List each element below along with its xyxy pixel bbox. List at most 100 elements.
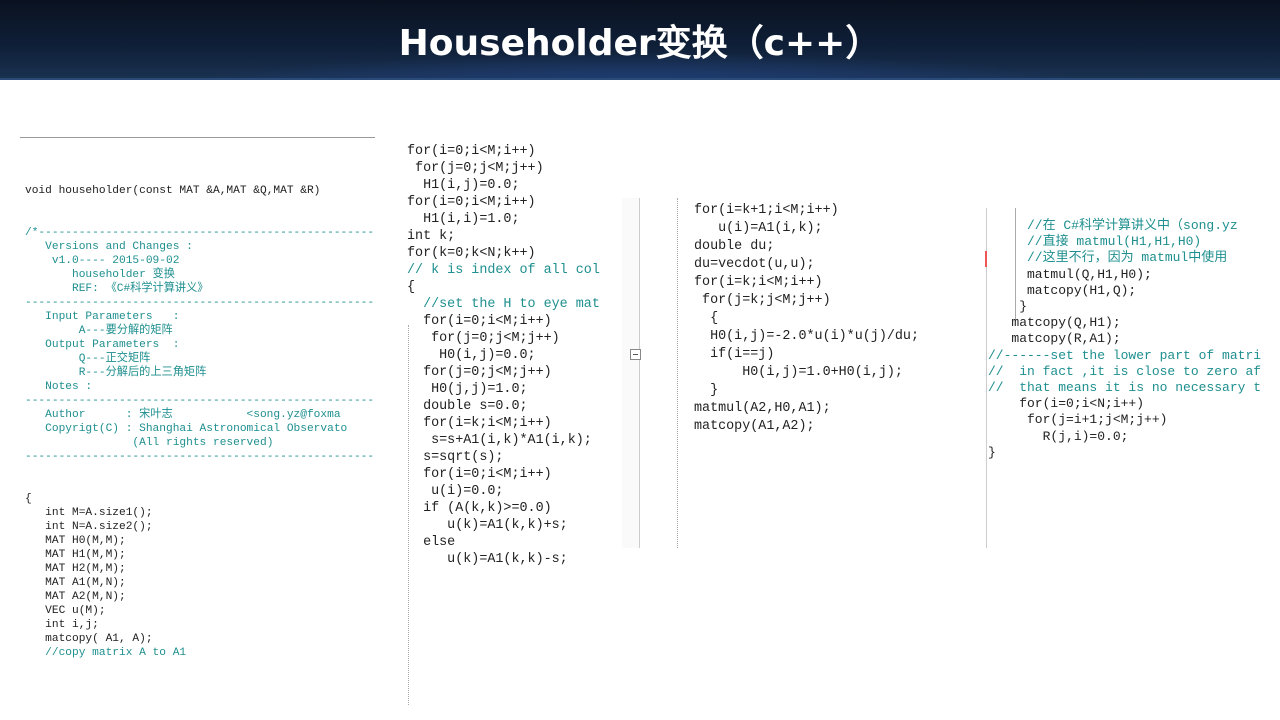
code-line: matcopy(A1,A2); xyxy=(694,419,815,434)
code-line: matcopy(R,A1); xyxy=(988,331,1121,347)
code-line: u(i)=A1(i,k); xyxy=(694,221,823,236)
code-line: //copy matrix A to A1 xyxy=(25,647,187,659)
code-line: for(i=0;i<N;i++) xyxy=(988,396,1145,412)
code-line: s=s+A1(i,k)*A1(i,k); xyxy=(407,433,592,448)
code-line: matcopy( A1, A); xyxy=(25,633,153,645)
code-line: matcopy(Q,H1); xyxy=(988,315,1121,331)
code-line: s=sqrt(s); xyxy=(407,450,504,465)
code-line: { xyxy=(694,311,719,326)
change-marker xyxy=(985,251,987,267)
code-line: for(j=i+1;j<M;j++) xyxy=(988,412,1168,428)
code-line: for(i=0;i<M;i++) xyxy=(407,467,552,482)
code-block: for(i=k+1;i<M;i++) u(i)=A1(i,k); double d… xyxy=(694,202,919,436)
code-line: /*--------------------------------------… xyxy=(25,227,375,239)
code-line: matmul(Q,H1,H0); xyxy=(988,266,1152,282)
fold-collapse-icon[interactable] xyxy=(630,349,641,360)
slide-title: Householder变换（c++） xyxy=(398,23,882,64)
code-line: for(j=0;j<M;j++) xyxy=(407,365,552,380)
code-line: H0(i,j)=0.0; xyxy=(407,348,536,363)
code-line: //直接 matmul(H1,H1,H0) xyxy=(988,234,1202,250)
code-line: MAT H0(M,M); xyxy=(25,535,126,547)
code-line: VEC u(M); xyxy=(25,605,106,617)
code-line: ----------------------------------------… xyxy=(25,297,375,309)
code-line: MAT A1(M,N); xyxy=(25,577,126,589)
editor-gutter xyxy=(622,198,640,548)
code-line: // k is index of all col xyxy=(407,263,600,278)
code-line: H0(i,j)=-2.0*u(i)*u(j)/du; xyxy=(694,329,919,344)
code-line: // that means it is no necessary t xyxy=(988,380,1262,396)
code-line: v1.0---- 2015-09-02 xyxy=(25,255,180,267)
code-line: Copyrigt(C) : Shanghai Astronomical Obse… xyxy=(25,423,348,435)
code-line-signature: void householder(const MAT &A,MAT &Q,MAT… xyxy=(25,185,321,197)
header-comment-block: /*--------------------------------------… xyxy=(25,226,375,464)
code-line: //------set the lower part of matri xyxy=(988,347,1262,363)
code-block: //在 C#科学计算讲义中（song.yz //直接 matmul(H1,H1,… xyxy=(988,218,1261,461)
code-line: for(i=0;i<M;i++) xyxy=(407,195,536,210)
code-line: R(j,i)=0.0; xyxy=(988,428,1129,444)
code-panel-finalize: //在 C#科学计算讲义中（song.yz //直接 matmul(H1,H1,… xyxy=(975,208,1280,548)
code-line: for(i=k;i<M;i++) xyxy=(407,416,552,431)
code-line: u(i)=0.0; xyxy=(407,484,504,499)
code-line: ----------------------------------------… xyxy=(25,451,375,463)
code-line: H0(j,j)=1.0; xyxy=(407,382,528,397)
code-line: else xyxy=(407,535,456,550)
code-block: for(i=0;i<M;i++) for(j=0;j<M;j++) H1(i,j… xyxy=(407,143,600,568)
code-line: (All rights reserved) xyxy=(25,437,274,449)
code-line: { xyxy=(25,493,32,505)
code-line: for(i=0;i<M;i++) xyxy=(407,314,552,329)
code-line: double du; xyxy=(694,239,775,254)
code-panel-loop-init: for(i=0;i<M;i++) for(j=0;j<M;j++) H1(i,j… xyxy=(380,137,625,707)
code-line: for(j=k;j<M;j++) xyxy=(694,293,831,308)
code-line: for(i=0;i<M;i++) xyxy=(407,144,536,159)
code-block: void householder(const MAT &A,MAT &Q,MAT… xyxy=(25,156,375,688)
code-panel-householder-matrix: for(i=k+1;i<M;i++) u(i)=A1(i,k); double d… xyxy=(622,198,975,548)
code-line: matcopy(H1,Q); xyxy=(988,282,1137,298)
code-line: } xyxy=(988,299,1028,315)
code-line: R---分解后的上三角矩阵 xyxy=(25,367,207,379)
code-line: householder 变换 xyxy=(25,269,175,281)
code-line: REF: 《C#科学计算讲义》 xyxy=(25,283,209,295)
code-line: MAT H2(M,M); xyxy=(25,563,126,575)
code-line: if(i==j) xyxy=(694,347,775,362)
code-line: H0(i,j)=1.0+H0(i,j); xyxy=(694,365,903,380)
code-line: du=vecdot(u,u); xyxy=(694,257,815,272)
code-line: Input Parameters : xyxy=(25,311,180,323)
code-line: //在 C#科学计算讲义中（song.yz xyxy=(988,218,1238,233)
code-line: for(j=0;j<M;j++) xyxy=(407,331,560,346)
code-line: { xyxy=(407,280,416,295)
code-line: for(i=k+1;i<M;i++) xyxy=(694,203,839,218)
code-line: for(k=0;k<N;k++) xyxy=(407,246,536,261)
indent-guide xyxy=(408,325,409,705)
code-line: int i,j; xyxy=(25,619,99,631)
code-line: double s=0.0; xyxy=(407,399,528,414)
code-line: u(k)=A1(k,k)-s; xyxy=(407,552,568,567)
code-line: A---要分解的矩阵 xyxy=(25,325,173,337)
code-line: int k; xyxy=(407,229,456,244)
editor-gutter xyxy=(975,208,987,548)
code-line: } xyxy=(988,444,996,460)
code-line: Author : 宋叶志 <song.yz@foxma xyxy=(25,409,341,421)
code-line: for(i=k;i<M;i++) xyxy=(694,275,823,290)
code-line: MAT H1(M,M); xyxy=(25,549,126,561)
code-line: if (A(k,k)>=0.0) xyxy=(407,501,552,516)
code-line: Notes : xyxy=(25,381,93,393)
code-line: Output Parameters : xyxy=(25,339,180,351)
code-line: int M=A.size1(); xyxy=(25,507,153,519)
indent-guide xyxy=(677,198,678,548)
code-line: //这里不行，因为 matmul中使用 xyxy=(988,250,1228,266)
indent-guide xyxy=(1015,208,1016,320)
code-line: MAT A2(M,N); xyxy=(25,591,126,603)
function-body-start: { int M=A.size1(); int N=A.size2(); MAT … xyxy=(25,492,375,660)
code-line: u(k)=A1(k,k)+s; xyxy=(407,518,568,533)
code-line: //set the H to eye mat xyxy=(407,297,600,312)
code-line: // in fact ,it is close to zero af xyxy=(988,363,1262,379)
code-line: matmul(A2,H0,A1); xyxy=(694,401,831,416)
code-line: Versions and Changes : xyxy=(25,241,193,253)
code-line: int N=A.size2(); xyxy=(25,521,153,533)
code-line: for(j=0;j<M;j++) xyxy=(407,161,544,176)
code-line: ----------------------------------------… xyxy=(25,395,375,407)
code-line: } xyxy=(694,383,719,398)
code-line: H1(i,j)=0.0; xyxy=(407,178,520,193)
code-panel-function-header: void householder(const MAT &A,MAT &Q,MAT… xyxy=(20,137,375,707)
title-banner: Householder变换（c++） xyxy=(0,0,1280,80)
